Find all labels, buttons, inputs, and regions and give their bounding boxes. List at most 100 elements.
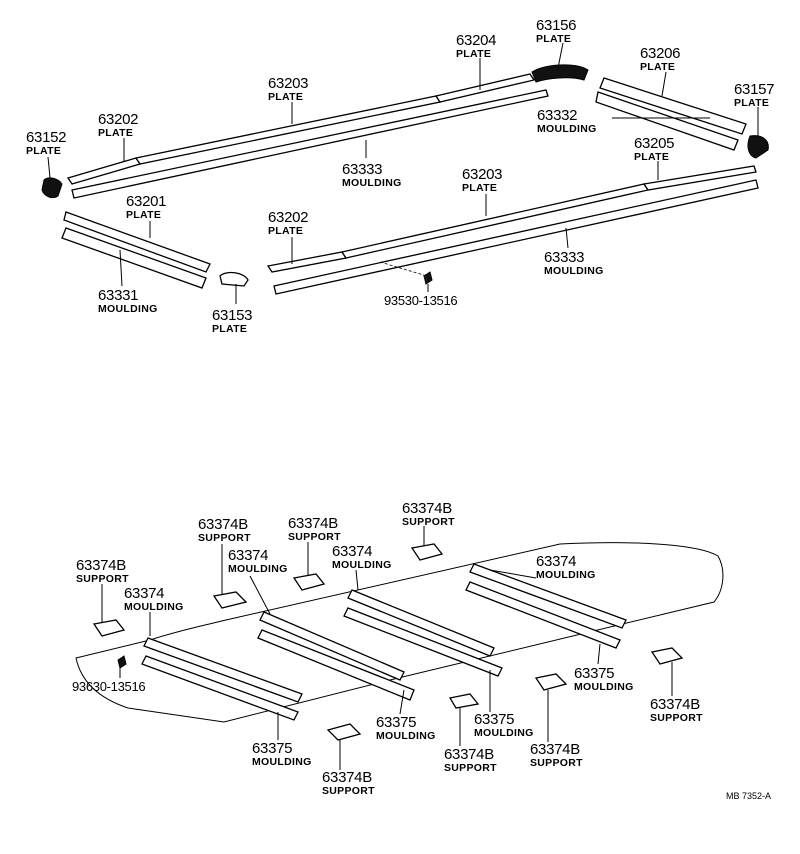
plate-63205 bbox=[642, 165, 757, 191]
part-name: MOULDING bbox=[332, 559, 392, 571]
moulding-63374-4 bbox=[469, 563, 627, 629]
part-name: PLATE bbox=[462, 182, 498, 194]
moulding-63374-1 bbox=[143, 637, 303, 703]
part-number: 63374B bbox=[530, 741, 580, 758]
part-number: 63374 bbox=[228, 547, 269, 564]
lower-roof-assembly bbox=[75, 526, 724, 770]
part-number: 63202 bbox=[268, 209, 309, 226]
part-number: 63375 bbox=[376, 714, 417, 731]
part-number: 63333 bbox=[342, 161, 383, 178]
part-name: MOULDING bbox=[474, 727, 534, 739]
part-number: 63374B bbox=[76, 557, 126, 574]
part-name: PLATE bbox=[212, 323, 248, 335]
part-name: SUPPORT bbox=[198, 532, 251, 544]
part-number: 63331 bbox=[98, 287, 139, 304]
support-63374B-5 bbox=[326, 723, 362, 741]
part-number: 63374 bbox=[124, 585, 165, 602]
part-name: PLATE bbox=[640, 61, 676, 73]
part-number: 63157 bbox=[734, 81, 775, 98]
part-number: 63201 bbox=[126, 193, 167, 210]
plate-63156 bbox=[531, 64, 589, 83]
part-number: 63333 bbox=[544, 249, 585, 266]
moulding-63375-3 bbox=[343, 607, 503, 677]
bolt-93630 bbox=[117, 655, 127, 669]
part-number: 63374B bbox=[402, 500, 452, 517]
part-name: PLATE bbox=[26, 145, 62, 157]
part-number: 63374 bbox=[536, 553, 577, 570]
part-name: MOULDING bbox=[536, 569, 596, 581]
part-number: 63203 bbox=[462, 166, 503, 183]
part-number: 63153 bbox=[212, 307, 253, 324]
label-93630-13516: 93630-13516 bbox=[72, 679, 146, 694]
moulding-63333-lower bbox=[273, 179, 759, 295]
part-name: MOULDING bbox=[342, 177, 402, 189]
part-name: SUPPORT bbox=[650, 712, 703, 724]
plate-63153 bbox=[219, 271, 249, 287]
plate-63206 bbox=[599, 77, 747, 135]
upper-rail-assembly bbox=[41, 42, 769, 304]
moulding-63375-2 bbox=[257, 629, 415, 701]
part-name: SUPPORT bbox=[288, 531, 341, 543]
part-number: 63375 bbox=[574, 665, 615, 682]
part-number: 63203 bbox=[268, 75, 309, 92]
support-63374B-1 bbox=[92, 619, 126, 637]
part-name: MOULDING bbox=[574, 681, 634, 693]
part-number: 63374B bbox=[288, 515, 338, 532]
part-name: SUPPORT bbox=[402, 516, 455, 528]
plate-63203-upper bbox=[134, 95, 442, 165]
plate-63201 bbox=[63, 211, 211, 273]
support-63374B-8 bbox=[650, 647, 684, 665]
support-63374B-4 bbox=[410, 543, 444, 561]
moulding-63375-4 bbox=[465, 581, 621, 649]
part-name: PLATE bbox=[126, 209, 162, 221]
part-name: MOULDING bbox=[544, 265, 604, 277]
part-number: 63375 bbox=[252, 740, 293, 757]
part-number: 93630-13516 bbox=[72, 679, 146, 694]
support-63374B-7 bbox=[534, 673, 568, 691]
part-name: PLATE bbox=[268, 91, 304, 103]
part-number: 63374B bbox=[322, 769, 372, 786]
bolt-93530 bbox=[423, 271, 433, 285]
support-63374B-3 bbox=[292, 573, 326, 591]
part-name: SUPPORT bbox=[530, 757, 583, 769]
support-63374B-6 bbox=[448, 693, 480, 709]
part-name: MOULDING bbox=[124, 601, 184, 613]
support-63374B-2 bbox=[212, 591, 248, 609]
moulding-63332 bbox=[595, 91, 739, 151]
part-name: MOULDING bbox=[252, 756, 312, 768]
part-name: MOULDING bbox=[98, 303, 158, 315]
part-name: SUPPORT bbox=[322, 785, 375, 797]
plate-63157 bbox=[747, 135, 769, 159]
part-name: PLATE bbox=[734, 97, 770, 109]
moulding-63333-upper bbox=[71, 89, 549, 199]
part-number: 93530-13516 bbox=[384, 293, 458, 308]
part-number: 63202 bbox=[98, 111, 139, 128]
part-name: PLATE bbox=[98, 127, 134, 139]
plate-63202-lower bbox=[266, 251, 348, 273]
plate-63152 bbox=[41, 177, 63, 199]
part-number: 63206 bbox=[640, 45, 681, 62]
part-name: PLATE bbox=[268, 225, 304, 237]
